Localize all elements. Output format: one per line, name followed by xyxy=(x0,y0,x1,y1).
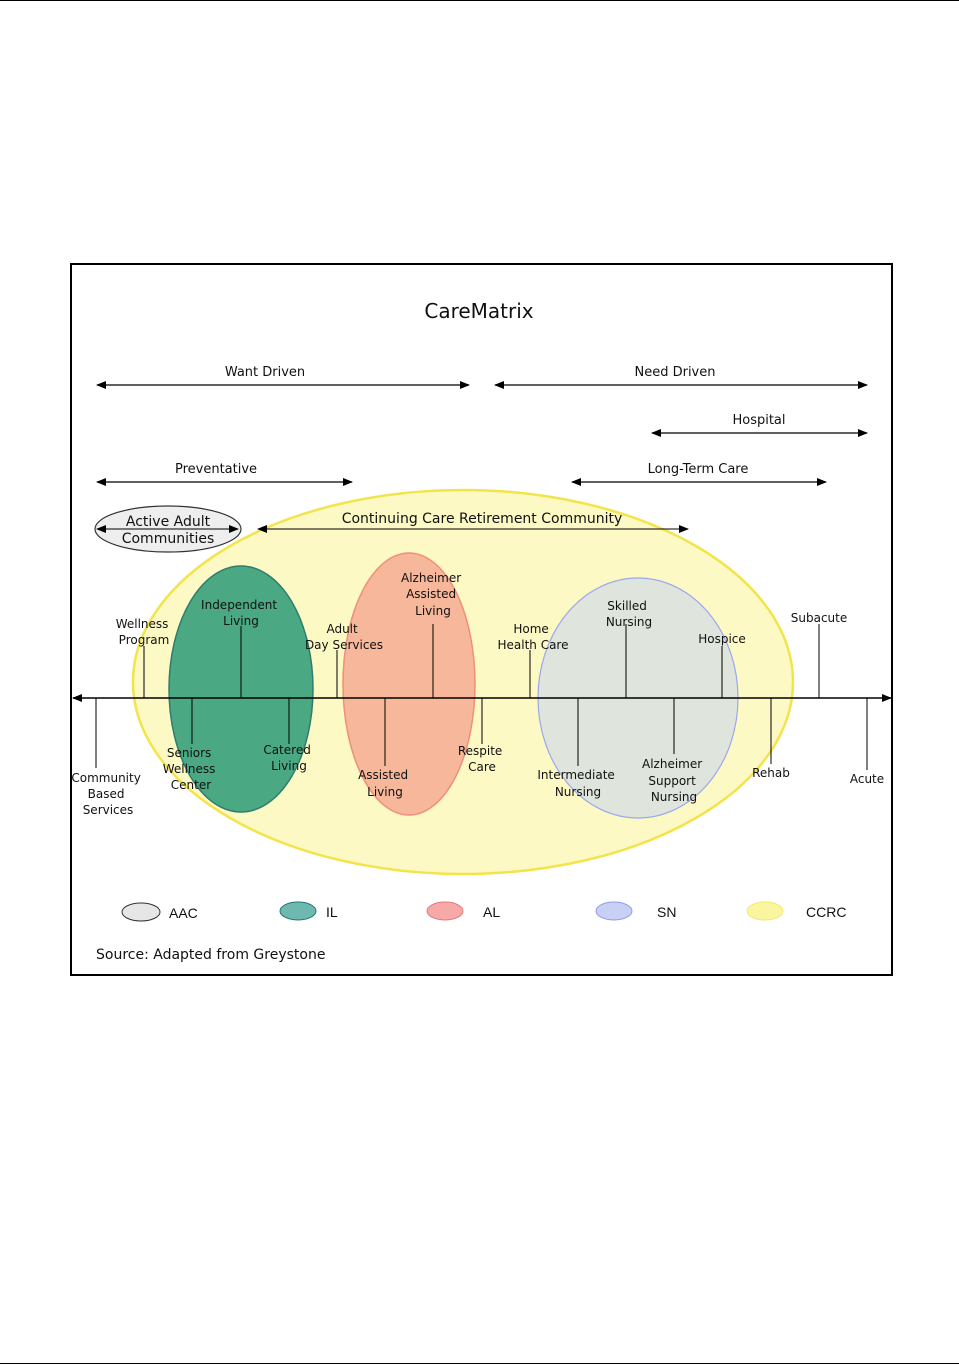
legend-swatch-il xyxy=(279,901,317,921)
legend-swatch-ccrc xyxy=(746,901,784,921)
ccrc-label: Continuing Care Retirement Community xyxy=(342,511,623,527)
home-health-care-label: Home Health Care xyxy=(497,622,568,652)
skilled-nursing-label: Skilled Nursing xyxy=(606,599,652,629)
bottom-rule xyxy=(0,1363,959,1364)
legend-label-al: AL xyxy=(483,904,500,920)
top-rule xyxy=(0,0,959,1)
preventative-label: Preventative xyxy=(175,462,257,477)
respite-care-label: Respite Care xyxy=(458,744,506,774)
hospice-label: Hospice xyxy=(698,632,746,646)
wellness-program-label: Wellness Program xyxy=(116,617,173,647)
legend-label-ccrc: CCRC xyxy=(806,904,846,920)
community-based-services-label: Community Based Services xyxy=(71,771,144,817)
catered-living-label: Catered Living xyxy=(263,743,314,773)
adult-day-services-label: Adult Day Services xyxy=(305,622,383,652)
legend-label-il: IL xyxy=(326,904,338,920)
long-term-care-label: Long-Term Care xyxy=(648,462,749,477)
seniors-wellness-center-label: Seniors Wellness Center xyxy=(163,746,220,792)
aac-label-line1: Active Adult xyxy=(126,514,211,530)
rehab-label: Rehab xyxy=(752,766,790,780)
diagram-title: CareMatrix xyxy=(424,299,533,323)
legend-swatch-aac xyxy=(121,902,161,922)
ticks-below xyxy=(95,698,868,770)
aac-label-line2: Communities xyxy=(122,531,215,547)
independent-living-label: Independent Living xyxy=(201,598,281,628)
alzheimer-support-nursing-label: Alzheimer Support Nursing xyxy=(642,757,706,804)
legend-swatch-sn xyxy=(595,901,633,921)
need-driven-label: Need Driven xyxy=(634,365,715,380)
assisted-living-label: Assisted Living xyxy=(358,768,412,799)
acute-label: Acute xyxy=(850,772,884,786)
assisted-living-ellipse xyxy=(342,552,476,816)
hospital-label: Hospital xyxy=(732,413,785,428)
want-driven-label: Want Driven xyxy=(225,365,305,380)
legend-label-sn: SN xyxy=(657,904,676,920)
legend-swatch-al xyxy=(426,901,464,921)
source-note: Source: Adapted from Greystone xyxy=(96,947,325,963)
legend: AAC IL AL SN CCRC xyxy=(121,901,846,922)
ticks-above xyxy=(143,624,820,698)
intermediate-nursing-label: Intermediate Nursing xyxy=(537,768,618,799)
alzheimer-assisted-living-label: Alzheimer Assisted Living xyxy=(401,571,465,618)
legend-label-aac: AAC xyxy=(169,905,198,921)
subacute-label: Subacute xyxy=(791,611,847,625)
